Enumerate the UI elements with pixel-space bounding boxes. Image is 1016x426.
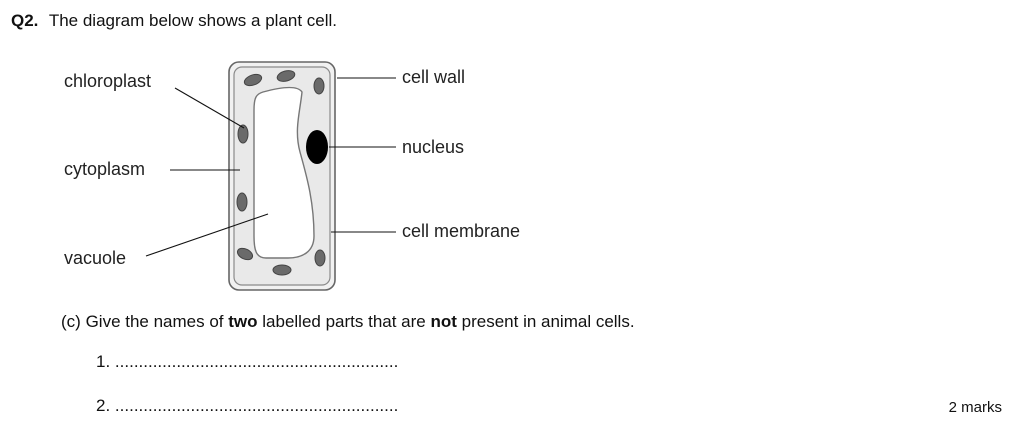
chloroplast bbox=[272, 264, 292, 276]
question-intro: The diagram below shows a plant cell. bbox=[48, 11, 338, 30]
chloroplast bbox=[236, 247, 254, 261]
answer-dots: ........................................… bbox=[114, 396, 399, 415]
answer-number: 1. bbox=[96, 352, 111, 371]
part-c-bold-2: not bbox=[430, 312, 457, 331]
label-chloroplast: chloroplast bbox=[64, 71, 152, 91]
chloroplast bbox=[276, 70, 296, 82]
chloroplast bbox=[237, 124, 249, 144]
chloroplast bbox=[313, 77, 325, 95]
part-c-question: (c) Give the names of two labelled parts… bbox=[61, 312, 635, 332]
chloroplast bbox=[243, 73, 263, 87]
nucleus-shape bbox=[306, 130, 328, 164]
chloroplasts bbox=[236, 70, 326, 276]
part-c-text-2: labelled parts that are bbox=[257, 312, 431, 331]
label-vacuole: vacuole bbox=[64, 248, 127, 268]
question-number: Q2. bbox=[11, 11, 39, 30]
answer-number: 2. bbox=[96, 396, 111, 415]
vacuole-shape bbox=[253, 86, 315, 259]
answer-dots: ........................................… bbox=[114, 352, 399, 371]
part-c-text-3: present in animal cells. bbox=[456, 312, 635, 331]
part-c-text-1: Give the names of bbox=[85, 312, 229, 331]
part-c-id: (c) bbox=[61, 312, 81, 331]
chloroplast bbox=[236, 192, 248, 212]
label-cell-wall: cell wall bbox=[402, 67, 466, 87]
label-cytoplasm: cytoplasm bbox=[64, 159, 146, 179]
label-cell-membrane: cell membrane bbox=[402, 221, 521, 241]
label-nucleus: nucleus bbox=[402, 137, 465, 157]
chloroplast-leader-line bbox=[174, 87, 245, 129]
marks-label: 2 marks bbox=[948, 399, 1002, 416]
answer-line-2[interactable]: 2. .....................................… bbox=[96, 396, 398, 416]
question-header: Q2. The diagram below shows a plant cell… bbox=[11, 11, 337, 31]
answer-line-1[interactable]: 1. .....................................… bbox=[96, 352, 398, 372]
chloroplast bbox=[314, 249, 326, 267]
part-c-bold-1: two bbox=[228, 312, 258, 331]
vacuole-leader-line bbox=[145, 213, 269, 257]
